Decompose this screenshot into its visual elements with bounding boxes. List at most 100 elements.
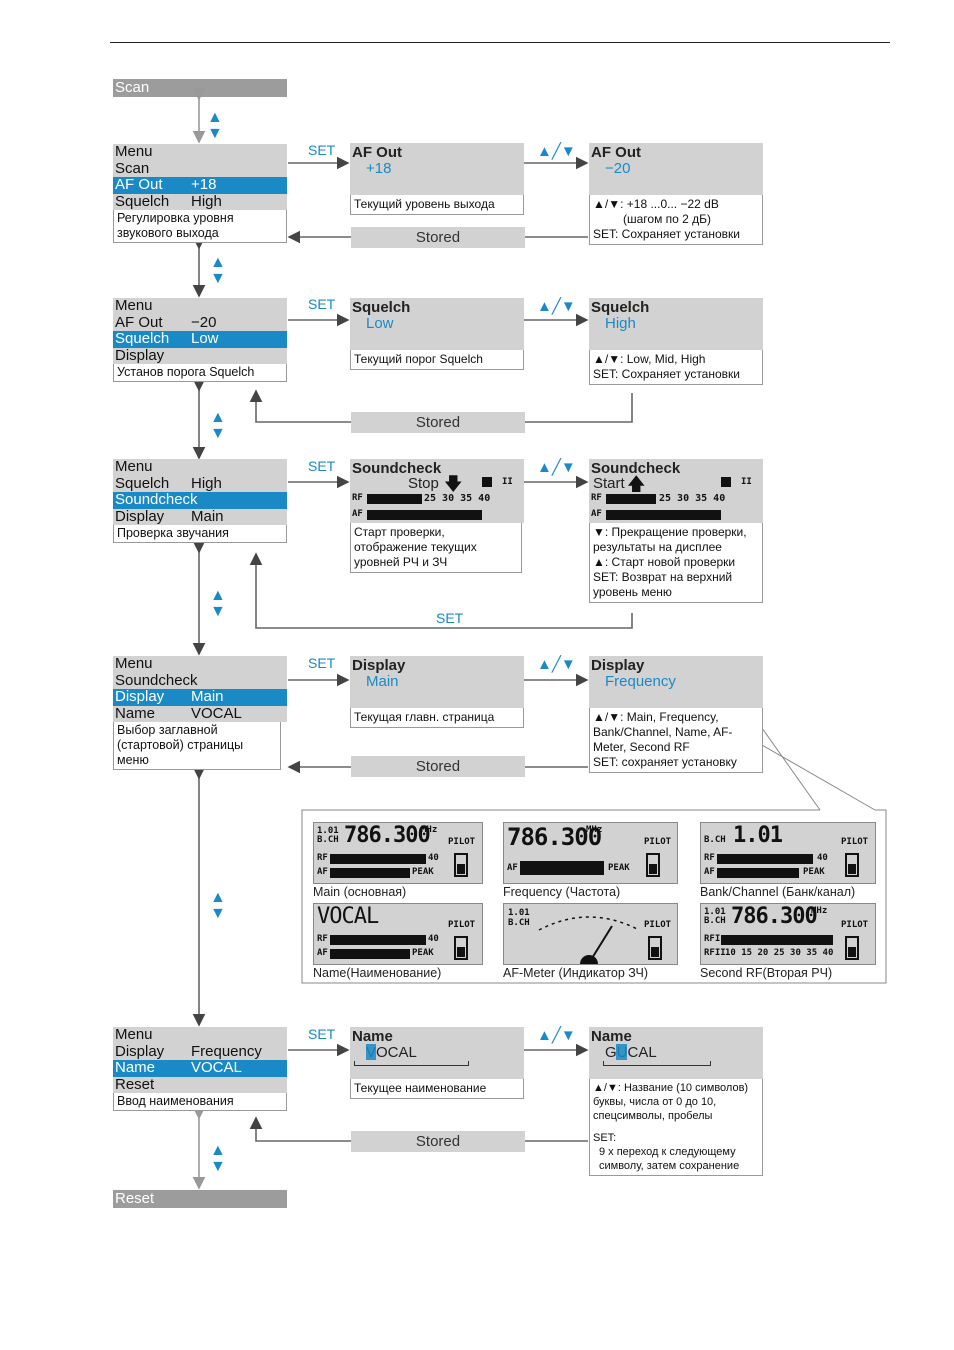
menu-value: High <box>191 474 222 492</box>
analog-needle-icon <box>538 916 640 964</box>
panel-title: Squelch <box>352 299 411 316</box>
updown-icon: ▲▼ <box>210 1142 226 1175</box>
panel-help-line: 9 x переход к следующему символу, затем … <box>599 1146 740 1172</box>
panel-help-line: ▲/▼: +18 ...0... −22 dB <box>593 197 719 211</box>
lcd-scale: 10 15 20 25 30 35 40 <box>725 948 834 958</box>
menu-value: Main <box>191 507 224 525</box>
channel-flag-icon <box>482 477 492 487</box>
lcd-channel: 1.01 <box>704 907 726 917</box>
panel-value: −20 <box>605 160 631 177</box>
lcd-pilot: PILOT <box>448 837 476 847</box>
stored-label: Stored <box>351 227 525 248</box>
lcd-mhz: MHz <box>811 906 828 916</box>
lcd-af: AF <box>317 867 328 877</box>
menu-title: Menu <box>115 655 153 672</box>
up-down-toggle-icon: ▲╱▼ <box>537 143 576 160</box>
menu-item[interactable]: Display <box>115 346 165 364</box>
menu-value: VOCAL <box>191 704 242 722</box>
channel-flag-icon <box>721 477 731 487</box>
menu-item[interactable]: Soundcheck <box>115 671 198 689</box>
panel-description: Текущая главн. страница <box>350 708 524 728</box>
panel-help-line: ▼: Прекращение проверки, результаты на д… <box>593 525 747 554</box>
stored-label: Stored <box>351 756 525 777</box>
menu-value: VOCAL <box>191 1059 242 1076</box>
arrow-up-icon: 🡅 <box>627 474 646 494</box>
rf-meter <box>606 494 656 504</box>
arrow-down-icon: 🡇 <box>444 474 463 494</box>
battery-icon <box>454 853 468 877</box>
lcd-caption: AF-Meter (Индикатор ЗЧ) <box>503 966 649 980</box>
panel-title: Display <box>591 657 645 674</box>
menu-item[interactable]: Scan <box>115 159 150 177</box>
panel-description: Текущее наименование <box>350 1079 524 1099</box>
lcd-peak: PEAK <box>803 867 825 877</box>
panel-help-line: SET: <box>593 1132 617 1144</box>
lcd-bch: B.CH <box>508 918 530 928</box>
menu-item[interactable]: Squelch <box>115 474 170 492</box>
panel-value: GUCAL <box>605 1044 657 1061</box>
updown-icon: ▲▼ <box>210 409 226 442</box>
panel-value: +18 <box>366 160 392 177</box>
name-input-underline <box>603 1061 711 1066</box>
lcd-af-meter <box>330 868 410 878</box>
panel-value: Start <box>593 475 625 492</box>
stored-label: Stored <box>351 412 525 433</box>
up-down-toggle-icon: ▲╱▼ <box>537 656 576 673</box>
menu-value: −20 <box>191 313 217 331</box>
lcd-bch: B.CH <box>704 916 726 926</box>
menu-item-selected[interactable]: Display <box>115 688 165 705</box>
menu-item[interactable]: Squelch <box>115 192 170 210</box>
menu-item[interactable]: Display <box>115 1042 165 1060</box>
menu-value: High <box>191 192 222 210</box>
lcd-af: AF <box>317 948 328 958</box>
lcd-caption: Main (основная) <box>313 885 407 899</box>
menu-item-selected[interactable]: AF Out <box>115 176 163 193</box>
menu-item[interactable]: Reset <box>115 1075 155 1093</box>
menu-item[interactable]: Name <box>115 704 156 722</box>
channel-ii-icon: II <box>741 477 752 487</box>
panel-title: Soundcheck <box>591 460 681 477</box>
af-meter <box>606 510 721 520</box>
lcd-channel: 1.01 <box>508 908 530 918</box>
menu-value: Main <box>191 688 224 705</box>
rf-scale: 25 30 35 40 <box>424 493 491 504</box>
updown-icon: ▲▼ <box>207 109 223 142</box>
reset-bar[interactable]: Reset <box>113 1190 287 1208</box>
lcd-bch: B.CH <box>704 835 726 845</box>
panel-help-line: ▲/▼: Main, Frequency, Bank/Channel, Name… <box>593 710 733 754</box>
panel-title: Display <box>352 657 406 674</box>
menu-description: Ввод наименования <box>113 1093 287 1111</box>
lcd-pilot: PILOT <box>644 920 672 930</box>
menu-item[interactable]: AF Out <box>115 313 163 331</box>
panel-description: Текущий порог Squelch <box>350 350 524 370</box>
lcd-rf: RF <box>317 934 328 944</box>
name-current-panel: Name VOCAL Текущее наименование <box>350 1027 524 1099</box>
panel-title: Soundcheck <box>352 460 442 477</box>
menu-item-selected[interactable]: Soundcheck <box>115 491 198 508</box>
name-edit-panel: Name GUCAL ▲/▼: Название (10 символов) б… <box>589 1027 763 1176</box>
soundcheck-edit-panel: Soundcheck Start 🡅 II RF 25 30 35 40 AF … <box>589 459 763 603</box>
panel-help-line: SET: сохраняет установку <box>593 755 737 769</box>
set-label: SET <box>308 1026 336 1042</box>
battery-icon <box>454 936 468 960</box>
panel-value: Frequency <box>605 673 676 690</box>
set-label: SET <box>308 655 336 671</box>
menu-item-selected[interactable]: Squelch <box>115 330 170 347</box>
lcd-rf-meter <box>330 935 426 945</box>
lcd-af: AF <box>507 863 518 873</box>
menu-item-selected[interactable]: Name <box>115 1059 156 1076</box>
lcd-pilot: PILOT <box>841 837 869 847</box>
rf-meter <box>367 494 422 504</box>
menu-item[interactable]: Display <box>115 507 165 525</box>
menu-description: Проверка звучания <box>113 525 287 543</box>
panel-help-line: (шагом по 2 дБ) <box>623 212 712 226</box>
lcd-rf-meter <box>717 854 813 864</box>
lcd-name-view: VOCAL PILOT RF 40 AF PEAK <box>313 903 483 965</box>
menu-description: Выбор заглавной (стартовой) страницы мен… <box>113 722 281 770</box>
lcd-rf: RF <box>704 853 715 863</box>
lcd-mhz: MHz <box>586 825 603 835</box>
